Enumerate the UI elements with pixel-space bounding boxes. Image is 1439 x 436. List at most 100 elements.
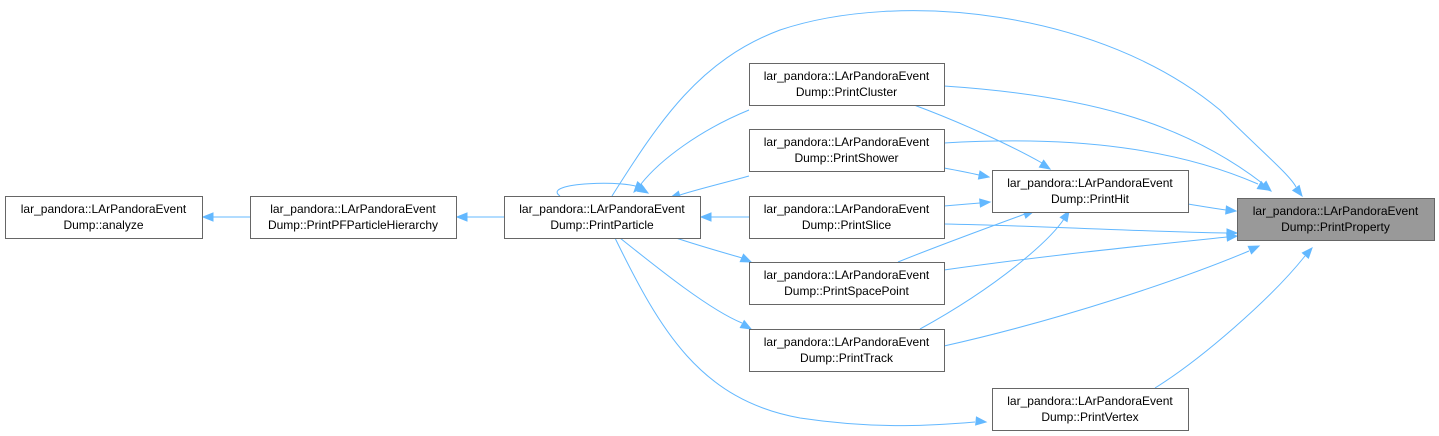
edge-slice-particle-arrowhead (699, 212, 712, 222)
edge-pfhierarchy-analyze (201, 212, 250, 222)
edge-particle-property-top (611, 10, 1303, 198)
edge-shower-hit (943, 167, 991, 180)
edge-hit-property-line (1187, 203, 1227, 211)
edge-cluster-hit-line (913, 104, 1043, 164)
edge-shower-particle-line (679, 175, 750, 196)
edge-pfhierarchy-analyze-arrowhead (201, 212, 214, 222)
edge-spacepoint-property-arrowhead (1226, 232, 1239, 242)
edge-track-hit-arrowhead (1059, 209, 1070, 223)
edge-particle-self-line (556, 182, 641, 197)
edge-particle-vertex-arrowhead (975, 416, 988, 426)
node-box (749, 63, 945, 106)
node-label-line1: lar_pandora::LArPandoraEvent (764, 335, 930, 349)
node-box (749, 329, 945, 372)
edge-shower-particle (668, 175, 750, 200)
edge-slice-property-line (943, 223, 1228, 234)
node-label-line2: Dump::PrintSlice (802, 218, 892, 232)
edge-particle-property-top-line (611, 10, 1297, 197)
node-box (1237, 198, 1435, 241)
node-label-line1: lar_pandora::LArPandoraEvent (764, 135, 930, 149)
node-box (250, 196, 457, 239)
node-vertex[interactable]: lar_pandora::LArPandoraEventDump::PrintV… (992, 388, 1189, 431)
node-label-line2: Dump::PrintVertex (1041, 410, 1138, 424)
edge-particle-track-arrowhead (739, 319, 753, 330)
node-box (992, 388, 1189, 431)
edge-hit-property-arrowhead (1225, 205, 1238, 215)
edge-track-property-arrowhead (1247, 245, 1261, 255)
edge-cluster-particle-line (640, 109, 750, 185)
edge-shower-property (943, 140, 1270, 191)
node-cluster[interactable]: lar_pandora::LArPandoraEventDump::PrintC… (749, 63, 945, 106)
edge-cluster-particle-arrowhead (633, 180, 645, 194)
edge-particle-spacepoint (675, 237, 753, 263)
edge-particle-vertex-line (614, 237, 976, 427)
node-spacepoint[interactable]: lar_pandora::LArPandoraEventDump::PrintS… (749, 262, 945, 305)
edge-track-property (943, 245, 1261, 347)
node-label-line1: lar_pandora::LArPandoraEvent (1007, 176, 1173, 190)
edge-particle-property-top-arrowhead (1291, 184, 1303, 198)
edge-particle-pfhierarchy-arrowhead (455, 212, 468, 222)
edge-particle-spacepoint-arrowhead (739, 253, 753, 263)
edge-vertex-property-arrowhead (1301, 246, 1313, 260)
node-label-line1: lar_pandora::LArPandoraEvent (764, 69, 930, 83)
node-box (504, 196, 701, 239)
node-particle[interactable]: lar_pandora::LArPandoraEventDump::PrintP… (504, 196, 701, 239)
node-analyze[interactable]: lar_pandora::LArPandoraEventDump::analyz… (5, 196, 203, 239)
edge-spacepoint-hit-line (897, 213, 1026, 263)
edge-spacepoint-property (943, 232, 1239, 271)
edge-particle-pfhierarchy (455, 212, 504, 222)
node-label-line2: Dump::PrintShower (794, 151, 898, 165)
node-label-line1: lar_pandora::LArPandoraEvent (270, 202, 436, 216)
edge-cluster-property-line (943, 85, 1263, 184)
node-label-line2: Dump::analyze (63, 218, 143, 232)
edge-track-hit (919, 209, 1070, 330)
edge-shower-property-arrowhead (1256, 180, 1270, 191)
edge-slice-hit (943, 198, 992, 208)
edge-particle-spacepoint-line (675, 237, 743, 259)
edge-track-hit-line (919, 218, 1065, 330)
node-box (992, 170, 1189, 213)
node-box (5, 196, 203, 239)
node-box (749, 262, 945, 305)
node-label-line2: Dump::PrintHit (1051, 192, 1130, 206)
node-property[interactable]: lar_pandora::LArPandoraEventDump::PrintP… (1237, 198, 1435, 241)
node-label-line1: lar_pandora::LArPandoraEvent (1007, 394, 1173, 408)
edge-slice-hit-line (943, 202, 981, 207)
node-pfhierarchy[interactable]: lar_pandora::LArPandoraEventDump::PrintP… (250, 196, 457, 239)
node-slice[interactable]: lar_pandora::LArPandoraEventDump::PrintS… (749, 196, 945, 239)
edge-track-property-line (943, 250, 1250, 347)
edge-cluster-hit (913, 104, 1052, 170)
edge-particle-track (619, 237, 753, 330)
node-label-line1: lar_pandora::LArPandoraEvent (1253, 204, 1419, 218)
edge-slice-particle (699, 212, 749, 222)
node-label-line1: lar_pandora::LArPandoraEvent (21, 202, 187, 216)
node-label-line1: lar_pandora::LArPandoraEvent (764, 202, 930, 216)
edge-shower-property-line (943, 140, 1259, 185)
edge-cluster-hit-arrowhead (1038, 159, 1052, 170)
node-box (749, 196, 945, 239)
node-label-line2: Dump::PrintPFParticleHierarchy (268, 218, 438, 232)
node-shower[interactable]: lar_pandora::LArPandoraEventDump::PrintS… (749, 129, 945, 172)
edge-cluster-particle (633, 109, 750, 194)
edge-slice-property (943, 223, 1239, 238)
edge-shower-hit-arrowhead (977, 170, 991, 180)
edge-vertex-property-line (1154, 255, 1306, 389)
nodes: lar_pandora::LArPandoraEventDump::analyz… (5, 63, 1435, 431)
node-label-line2: Dump::PrintProperty (1281, 220, 1390, 234)
node-box (749, 129, 945, 172)
edge-shower-hit-line (943, 167, 980, 176)
node-label-line2: Dump::PrintParticle (550, 218, 654, 232)
node-label-line1: lar_pandora::LArPandoraEvent (519, 202, 685, 216)
edge-particle-vertex (614, 237, 988, 427)
edge-slice-hit-arrowhead (979, 198, 992, 208)
node-track[interactable]: lar_pandora::LArPandoraEventDump::PrintT… (749, 329, 945, 372)
node-hit[interactable]: lar_pandora::LArPandoraEventDump::PrintH… (992, 170, 1189, 213)
node-label-line2: Dump::PrintTrack (800, 351, 894, 365)
edge-hit-property (1187, 203, 1238, 215)
edge-particle-track-line (619, 237, 743, 324)
node-label-line2: Dump::PrintSpacePoint (784, 284, 909, 298)
node-label-line2: Dump::PrintCluster (796, 85, 897, 99)
edge-vertex-property (1154, 246, 1313, 389)
edge-spacepoint-property-line (943, 236, 1228, 271)
